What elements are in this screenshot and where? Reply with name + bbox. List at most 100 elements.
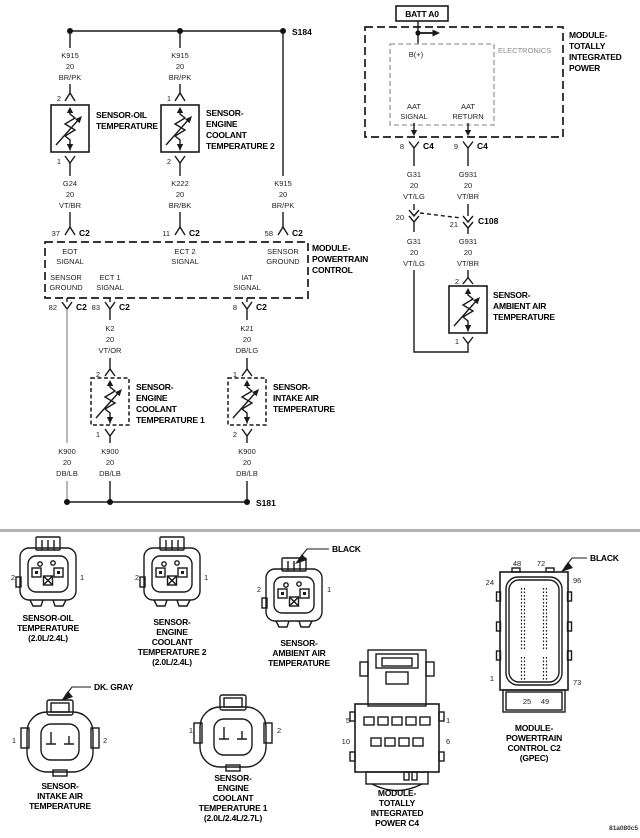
connector-pin-icon <box>241 428 253 438</box>
wire-gauge: 20 <box>106 335 114 344</box>
wire-gauge: 20 <box>176 190 184 199</box>
connector-view-tipm-c4: 5 1 10 6 MODULE- TOTALLY INTEGRATED POWE… <box>342 649 450 828</box>
wire-color: VT/BR <box>59 201 82 210</box>
battery-feed-box <box>395 5 449 22</box>
pin-number: 1 <box>12 736 16 745</box>
sensor-ect2-label: ENGINE <box>206 119 238 129</box>
sensor-ect1-label: SENSOR- <box>136 382 174 392</box>
wire-color: VT/BR <box>457 192 480 201</box>
pcm-function: ECT 2 <box>174 247 195 256</box>
sensor-ect1-label: ENGINE <box>136 393 168 403</box>
pcm-label: POWERTRAIN <box>312 254 368 264</box>
tipm-label: MODULE- <box>569 30 608 40</box>
wire-label: K915 <box>61 51 79 60</box>
pin-number: 1 <box>189 726 193 735</box>
aat-signal-label: SIGNAL <box>400 112 428 121</box>
inline-connector-icon <box>408 209 420 224</box>
sensor-iat-label: TEMPERATURE <box>273 404 335 414</box>
sensor-oil-temp-box <box>50 104 90 153</box>
wire-gauge: 20 <box>464 181 472 190</box>
connector-pin-icon <box>61 301 73 311</box>
connector-label: INTEGRATED <box>371 808 424 818</box>
wire-gauge: 20 <box>66 62 74 71</box>
wire-color: DB/LG <box>236 346 259 355</box>
pcm-function: SENSOR <box>267 247 299 256</box>
connector-pin-icon <box>462 336 474 345</box>
pin-number: 73 <box>573 678 581 687</box>
tipm-label: POWER <box>569 63 600 73</box>
pcm-connector-id: C2 <box>119 302 130 312</box>
pcm-pin-number: 58 <box>265 229 273 238</box>
power-flow-arrow-icon <box>432 29 440 37</box>
sensor-ect1-label: COOLANT <box>136 404 178 414</box>
wire-label: K2 <box>105 324 114 333</box>
aat-return-label: AAT <box>461 102 475 111</box>
wire-label: K222 <box>171 179 189 188</box>
connector-pin-icon <box>174 225 186 236</box>
pin-number: 2 <box>103 736 107 745</box>
pcm-function: SIGNAL <box>56 257 84 266</box>
c108-pin-number: 21 <box>450 220 458 229</box>
sensor-aat-box <box>448 285 488 334</box>
connector-pin-icon <box>241 367 253 377</box>
wire-label: K900 <box>58 447 76 456</box>
pin-number: 1 <box>57 157 61 166</box>
battery-feed-label: BATT A0 <box>405 9 439 19</box>
connector-label: TEMPERATURE <box>268 658 330 668</box>
connector-label: SENSOR- <box>153 617 191 627</box>
sensor-aat-label: TEMPERATURE <box>493 312 555 322</box>
connector-label: TEMPERATURE <box>17 623 79 633</box>
connector-pin-icon <box>241 301 253 311</box>
pin-number: 2 <box>57 94 61 103</box>
connector-label: (GPEC) <box>520 753 549 763</box>
pin-number: 1 <box>455 337 459 346</box>
connector-label: TOTALLY <box>379 798 416 808</box>
wire-color: VT/BR <box>457 259 480 268</box>
pin-number: 72 <box>537 559 545 568</box>
connector-label: CONTROL C2 <box>507 743 561 753</box>
pin-number: 2 <box>257 585 261 594</box>
sensor-aat-label: AMBIENT AIR <box>493 301 546 311</box>
connector-label: TEMPERATURE 1 <box>199 803 268 813</box>
pcm-function: SENSOR <box>50 273 82 282</box>
pcm-connector-id: C2 <box>189 228 200 238</box>
connector-view-oil: 2 1 SENSOR-OIL TEMPERATURE (2.0L/2.4L) <box>11 536 84 643</box>
sensor-iat-label: INTAKE AIR <box>273 393 319 403</box>
connector-color-label: BLACK <box>332 544 362 554</box>
pin-number: 10 <box>342 737 350 746</box>
c108-pin-number: 20 <box>396 213 404 222</box>
wire-label: G931 <box>459 170 477 179</box>
sensor-oil-temp-label: TEMPERATURE <box>96 121 158 131</box>
connector-view-iat: DK. GRAY 1 2 SENSOR- INTAKE AIR TEMPERAT… <box>12 682 134 811</box>
wire-label: K21 <box>240 324 253 333</box>
wire-color: BR/BK <box>169 201 192 210</box>
connector-pin-icon <box>104 301 116 311</box>
tipm-connector-id: C4 <box>477 141 488 151</box>
connector-pin-icon <box>174 91 186 102</box>
pcm-function: ECT 1 <box>99 273 120 282</box>
pin-number: 2 <box>455 277 459 286</box>
pin-number: 2 <box>167 157 171 166</box>
splice-s184-label: S184 <box>292 27 312 37</box>
splice-s184: S184 <box>67 27 312 37</box>
connector-label: COOLANT <box>152 637 194 647</box>
aat-return-label: RETURN <box>452 112 483 121</box>
connector-label: POWERTRAIN <box>506 733 562 743</box>
splice-s181-label: S181 <box>256 498 276 508</box>
wire-label: G31 <box>407 170 421 179</box>
sensor-ect2-label: COOLANT <box>206 130 248 140</box>
connector-pin-icon <box>64 155 76 165</box>
wire-color: VT/LG <box>403 259 425 268</box>
pcm-function: SIGNAL <box>233 283 261 292</box>
sensor-aat-label: SENSOR- <box>493 290 531 300</box>
tipm-electronics-box <box>389 43 495 126</box>
pin-number: 2 <box>96 370 100 379</box>
sensor-ect1-label: TEMPERATURE 1 <box>136 415 205 425</box>
connector-label: INTAKE AIR <box>37 791 83 801</box>
wire-gauge: 20 <box>243 458 251 467</box>
pin-number: 49 <box>541 697 549 706</box>
pcm-pin-number: 82 <box>49 303 57 312</box>
sensor-ect2-box <box>160 104 200 153</box>
wire-color: VT/LG <box>403 192 425 201</box>
